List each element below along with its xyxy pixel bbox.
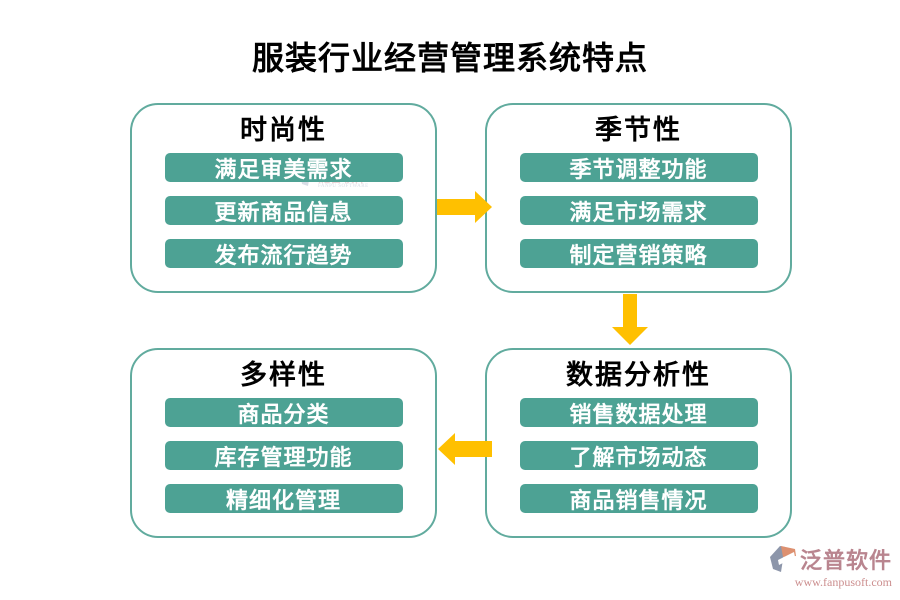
feature-box-title: 数据分析性: [566, 360, 711, 390]
feature-pill: 季节调整功能: [519, 153, 758, 182]
brand-logo: 泛普软件 www.fanpusoft.com: [768, 543, 892, 590]
feature-pill: 商品分类: [164, 398, 403, 427]
feature-box-data-analysis: 数据分析性 销售数据处理 了解市场动态 商品销售情况: [485, 348, 792, 538]
feature-pill: 更新商品信息: [164, 196, 403, 225]
feature-pill: 满足市场需求: [519, 196, 758, 225]
feature-pill: 精细化管理: [164, 484, 403, 513]
brand-name: 泛普软件: [799, 548, 892, 573]
feature-box-title: 多样性: [240, 360, 327, 390]
brand-url: www.fanpusoft.com: [794, 575, 892, 589]
page-title: 服装行业经营管理系统特点: [251, 40, 648, 76]
feature-pill: 销售数据处理: [519, 398, 758, 427]
feature-pill: 商品销售情况: [519, 484, 758, 513]
feature-pill: 发布流行趋势: [164, 239, 403, 268]
feature-pill-list: 商品分类 库存管理功能 精细化管理: [164, 398, 403, 513]
arrow-down-icon: [612, 294, 648, 345]
feature-pill-list: 满足审美需求 更新商品信息 发布流行趋势: [164, 153, 403, 268]
feature-box-diversity: 多样性 商品分类 库存管理功能 精细化管理: [130, 348, 437, 538]
feature-pill: 库存管理功能: [164, 441, 403, 470]
feature-pill: 了解市场动态: [519, 441, 758, 470]
fanpu-logo-icon: [769, 546, 796, 572]
feature-box-seasonal: 季节性 季节调整功能 满足市场需求 制定营销策略: [485, 103, 792, 293]
feature-pill-list: 季节调整功能 满足市场需求 制定营销策略: [519, 153, 758, 268]
arrow-left-icon: [438, 433, 492, 465]
feature-box-fashion: 时尚性 满足审美需求 更新商品信息 发布流行趋势: [130, 103, 437, 293]
arrow-right-icon: [437, 191, 492, 223]
feature-box-title: 时尚性: [240, 115, 327, 145]
feature-pill-list: 销售数据处理 了解市场动态 商品销售情况: [519, 398, 758, 513]
feature-box-title: 季节性: [595, 115, 682, 145]
feature-pill: 制定营销策略: [519, 239, 758, 268]
feature-pill: 满足审美需求: [164, 153, 403, 182]
